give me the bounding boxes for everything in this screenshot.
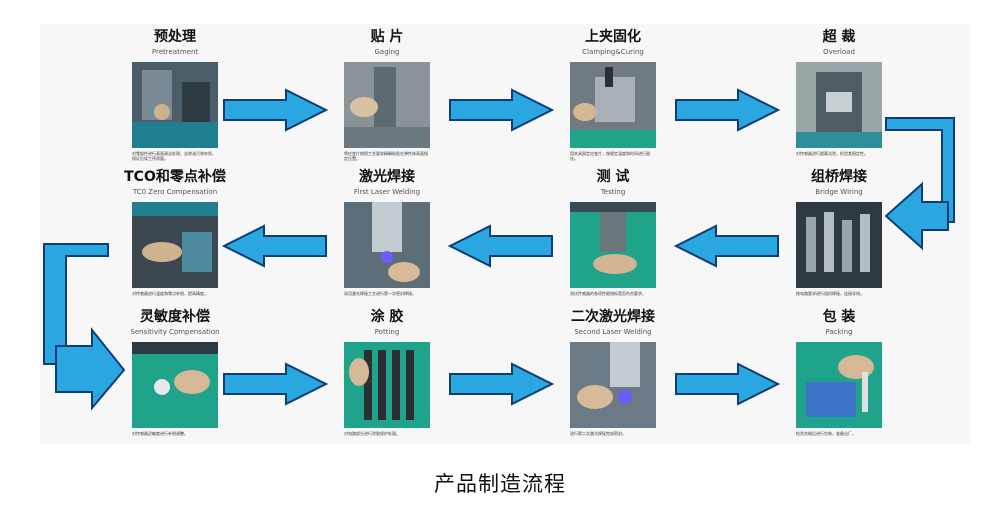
step-title: 贴 片	[370, 29, 404, 45]
step-second-laser-welding: 二次激光焊接 Second Laser Welding 进行第二次激光焊接完成密…	[538, 308, 688, 436]
arrow-turn-down-icon	[43, 243, 126, 410]
step-photo	[570, 342, 656, 428]
arrow-right-icon	[449, 362, 554, 406]
step-photo	[796, 342, 882, 428]
step-photo	[344, 62, 430, 148]
step-potting: 涂 胶 Potting 对电路部分进行涂胶保护处理。	[312, 308, 462, 436]
step-subtitle: Overload	[823, 48, 855, 56]
step-subtitle: Second Laser Welding	[574, 328, 652, 336]
step-testing: 测 试 Testing 测试传感器的各项性能指标是否符合要求。	[538, 168, 688, 296]
arrow-left-icon	[448, 224, 553, 268]
step-title: TCO和零点补偿	[124, 169, 226, 185]
step-pretreatment: 预处理 Pretreatment 对零部件进行表面清洁处理，去除油污和杂质，保证…	[100, 28, 250, 161]
arrow-left-icon	[674, 224, 779, 268]
step-caption: 对传感器进行温度和零点补偿，提高精度。	[132, 291, 208, 296]
step-subtitle: First Laser Welding	[353, 188, 421, 196]
step-title: 包 装	[822, 309, 856, 325]
step-title: 激光焊接	[359, 169, 415, 185]
diagram-caption: 产品制造流程	[434, 472, 566, 496]
step-title: 上夹固化	[585, 29, 641, 45]
step-caption: 用夹具固定应变片，按规定温度和时间进行固化。	[570, 151, 650, 161]
step-photo	[344, 342, 430, 428]
step-caption: 对电路部分进行涂胶保护处理。	[344, 431, 400, 436]
step-photo	[132, 62, 218, 148]
step-caption: 检验合格后进行包装，准备出厂。	[796, 431, 856, 436]
step-subtitle: Gaging	[374, 48, 400, 56]
arrow-right-icon	[675, 88, 780, 132]
arrow-right-icon	[223, 88, 328, 132]
step-subtitle: Packing	[825, 328, 853, 336]
step-photo	[132, 202, 218, 288]
step-subtitle: Bridge Wiring	[815, 188, 863, 196]
step-title: 涂 胶	[370, 309, 404, 325]
step-photo	[796, 62, 882, 148]
step-caption: 测试传感器的各项性能指标是否符合要求。	[570, 291, 646, 296]
arrow-left-icon	[222, 224, 327, 268]
step-caption: 按电路要求进行组桥焊接，连接导线。	[796, 291, 864, 296]
step-caption: 对传感器进行超载试验，检验其稳定性。	[796, 151, 868, 156]
step-packing: 包 装 Packing 检验合格后进行包装，准备出厂。	[764, 308, 914, 436]
step-title: 超 裁	[822, 29, 856, 45]
step-gaging: 贴 片 Gaging 将应变片按照工艺要求精确粘贴在弹性体表面指定位置。	[312, 28, 462, 161]
step-photo	[570, 62, 656, 148]
step-subtitle: Sensitivity Compensation	[130, 328, 220, 336]
step-photo	[570, 202, 656, 288]
arrow-right-icon	[449, 88, 554, 132]
step-subtitle: Potting	[374, 328, 400, 336]
step-first-laser-welding: 激光焊接 First Laser Welding 采用激光焊接工艺进行第一次密封…	[312, 168, 462, 296]
step-title: 灵敏度补偿	[140, 309, 210, 325]
step-subtitle: Clamping&Curing	[582, 48, 644, 56]
step-caption: 对传感器灵敏度进行补偿调整。	[132, 431, 188, 436]
step-caption: 进行第二次激光焊接完成密封。	[570, 431, 626, 436]
step-title: 二次激光焊接	[571, 309, 655, 325]
step-photo	[796, 202, 882, 288]
arrow-turn-down-icon	[884, 117, 955, 251]
step-title: 组桥焊接	[811, 169, 867, 185]
step-overload: 超 裁 Overload 对传感器进行超载试验，检验其稳定性。	[764, 28, 914, 156]
arrow-right-icon	[223, 362, 328, 406]
step-photo	[344, 202, 430, 288]
step-caption: 将应变片按照工艺要求精确粘贴在弹性体表面指定位置。	[344, 151, 428, 161]
step-subtitle: Testing	[600, 188, 626, 196]
step-tco-zero-compensation: TCO和零点补偿 TC0 Zero Compensation 对传感器进行温度和…	[100, 168, 250, 296]
step-clamping-curing: 上夹固化 Clamping&Curing 用夹具固定应变片，按规定温度和时间进行…	[538, 28, 688, 161]
step-title: 测 试	[596, 169, 630, 185]
step-subtitle: Pretreatment	[151, 48, 199, 56]
step-subtitle: TC0 Zero Compensation	[132, 188, 218, 196]
step-caption: 采用激光焊接工艺进行第一次密封焊接。	[344, 291, 416, 296]
step-caption: 对零部件进行表面清洁处理，去除油污和杂质，保证后续工序质量。	[132, 151, 216, 161]
step-bridge-wiring: 组桥焊接 Bridge Wiring 按电路要求进行组桥焊接，连接导线。	[764, 168, 914, 296]
step-sensitivity-compensation: 灵敏度补偿 Sensitivity Compensation 对传感器灵敏度进行…	[100, 308, 250, 436]
arrow-right-icon	[675, 362, 780, 406]
step-title: 预处理	[154, 29, 196, 45]
step-photo	[132, 342, 218, 428]
